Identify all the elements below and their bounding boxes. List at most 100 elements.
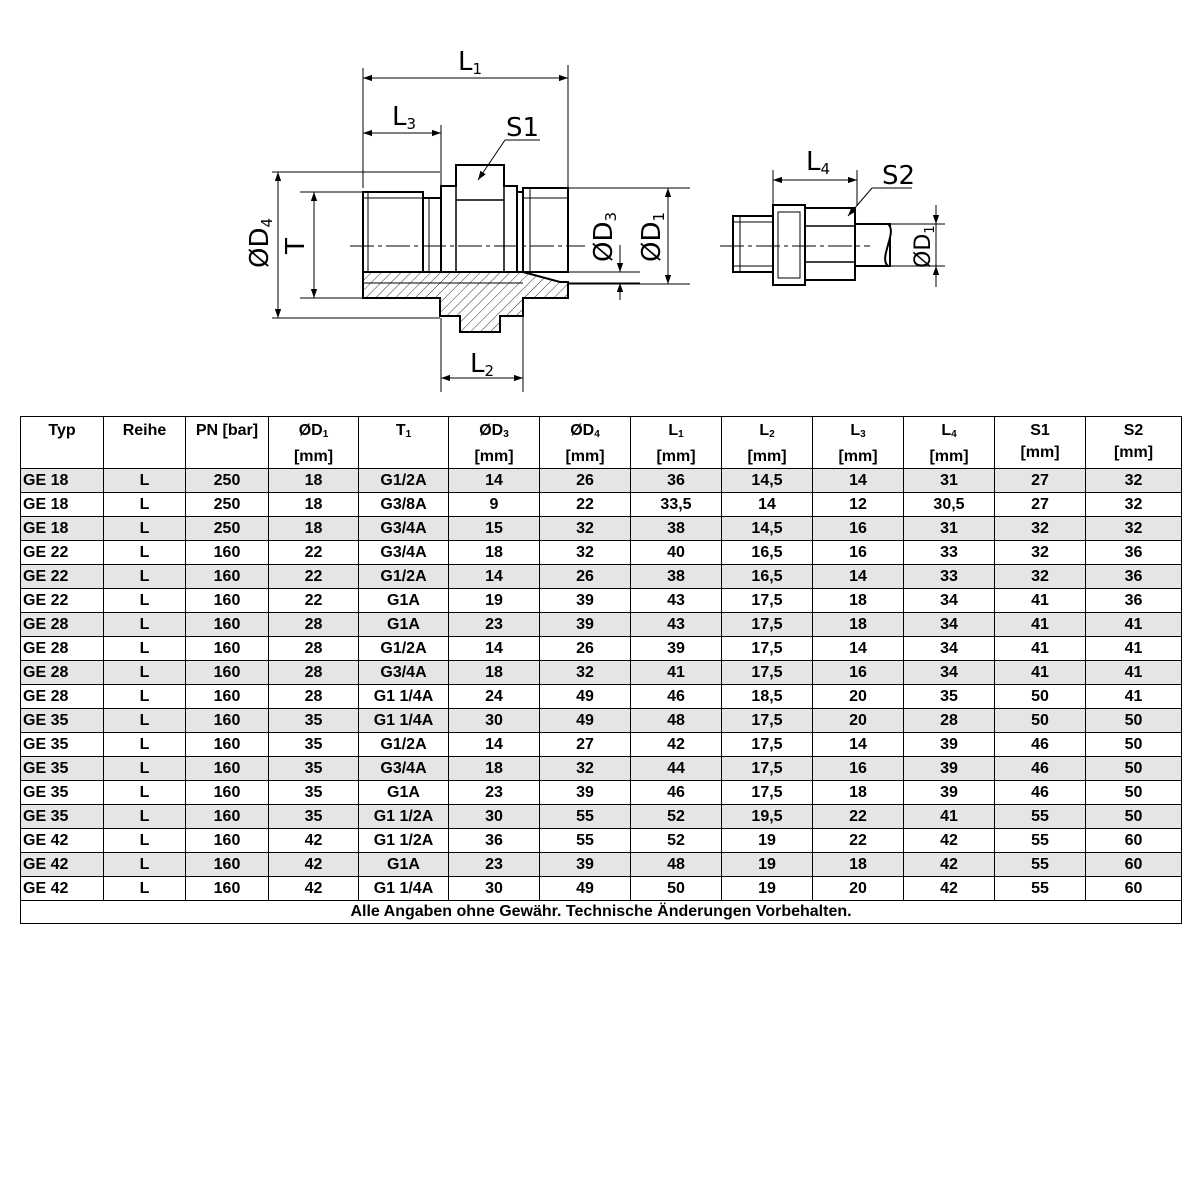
table-cell: 26 [539, 468, 631, 493]
table-cell: 14,5 [721, 468, 813, 493]
table-cell: 49 [539, 708, 631, 733]
table-cell: 42 [903, 852, 995, 877]
table-cell: 28 [268, 612, 359, 637]
table-cell: 160 [185, 660, 269, 685]
table-cell: L [103, 780, 186, 805]
table-cell: L [103, 828, 186, 853]
table-cell: 32 [1085, 468, 1182, 493]
technical-drawing: L1 L3 S1 ØD4 T ØD3 ØD1 L2 [245, 47, 945, 392]
table-cell: GE 22 [20, 588, 104, 613]
table-cell: 160 [185, 804, 269, 829]
table-cell: 60 [1085, 876, 1182, 901]
table-cell: 17,5 [721, 588, 813, 613]
label-d1-right: ØD1 [911, 225, 938, 268]
table-cell: 34 [903, 636, 995, 661]
table-cell: 36 [1085, 540, 1182, 565]
table-cell: 19 [721, 876, 813, 901]
table-cell: 14 [448, 732, 540, 757]
table-cell: 18 [448, 660, 540, 685]
table-cell: 41 [903, 804, 995, 829]
table-cell: 50 [1085, 708, 1182, 733]
table-cell: 50 [630, 876, 722, 901]
left-thread-body [362, 191, 424, 273]
table-cell: G1A [358, 852, 449, 877]
table-cell: 39 [903, 756, 995, 781]
table-cell: 18 [268, 492, 359, 517]
table-cell: 250 [185, 516, 269, 541]
table-cell: 35 [268, 708, 359, 733]
table-cell: 32 [994, 540, 1086, 565]
table-cell: 40 [630, 540, 722, 565]
label-d3: ØD3 [589, 212, 620, 262]
table-cell: L [103, 588, 186, 613]
table-cell: 250 [185, 492, 269, 517]
table-cell: 41 [994, 660, 1086, 685]
table-cell: GE 28 [20, 684, 104, 709]
table-cell: G1/2A [358, 732, 449, 757]
label-l3: L3 [392, 102, 416, 133]
label-l1: L1 [458, 47, 482, 78]
table-cell: 41 [630, 660, 722, 685]
table-cell: L [103, 564, 186, 589]
table-cell: 32 [1085, 492, 1182, 517]
table-cell: 50 [1085, 732, 1182, 757]
label-l4: L4 [806, 147, 830, 178]
table-cell: 32 [539, 660, 631, 685]
table-cell: 34 [903, 660, 995, 685]
table-cell: 9 [448, 492, 540, 517]
table-cell: 50 [1085, 756, 1182, 781]
table-cell: 20 [812, 876, 904, 901]
table-cell: 43 [630, 612, 722, 637]
table-cell: GE 18 [20, 516, 104, 541]
table-cell: 16 [812, 540, 904, 565]
table-cell: 36 [1085, 564, 1182, 589]
table-cell: 42 [630, 732, 722, 757]
table-cell: 30,5 [903, 492, 995, 517]
table-cell: 39 [903, 732, 995, 757]
table-cell: 46 [994, 732, 1086, 757]
table-cell: 39 [903, 780, 995, 805]
table-cell: GE 35 [20, 780, 104, 805]
table-cell: 41 [1085, 612, 1182, 637]
table-cell: G1 1/4A [358, 708, 449, 733]
table-cell: 160 [185, 708, 269, 733]
table-cell: GE 42 [20, 828, 104, 853]
table-cell: 42 [268, 828, 359, 853]
table-cell: 39 [539, 780, 631, 805]
table-cell: GE 28 [20, 612, 104, 637]
table-cell: 43 [630, 588, 722, 613]
table-cell: 14 [812, 732, 904, 757]
header-cell: S2[mm] [1085, 416, 1182, 469]
table-cell: 46 [994, 756, 1086, 781]
table-cell: GE 28 [20, 636, 104, 661]
table-cell: 18,5 [721, 684, 813, 709]
table-cell: 250 [185, 468, 269, 493]
table-cell: 36 [1085, 588, 1182, 613]
table-cell: 160 [185, 852, 269, 877]
table-cell: 55 [539, 804, 631, 829]
table-cell: 32 [994, 564, 1086, 589]
table-cell: 39 [539, 852, 631, 877]
table-cell: L [103, 732, 186, 757]
header-cell: ØD4[mm] [539, 416, 631, 469]
table-cell: 14 [448, 564, 540, 589]
label-s2: S2 [882, 161, 915, 191]
table-cell: 42 [903, 828, 995, 853]
table-cell: 18 [268, 468, 359, 493]
table-cell: 18 [812, 612, 904, 637]
table-cell: 14,5 [721, 516, 813, 541]
header-cell: ØD1[mm] [268, 416, 359, 469]
table-cell: 18 [812, 780, 904, 805]
table-cell: 32 [1085, 516, 1182, 541]
label-t: T [281, 238, 311, 255]
header-cell: S1[mm] [994, 416, 1086, 469]
hex-nut-s1 [440, 164, 518, 273]
table-cell: 55 [994, 828, 1086, 853]
